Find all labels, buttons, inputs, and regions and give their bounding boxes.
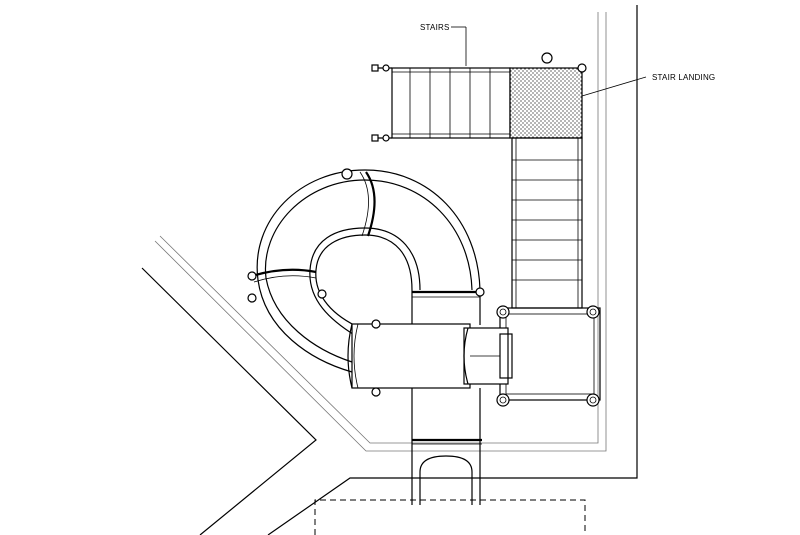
- wall-outline: [141, 5, 638, 535]
- spiral-slide: [247, 168, 513, 505]
- upper-stairs: [371, 64, 511, 142]
- boundary-lines: [154, 12, 607, 452]
- stairs-callout: STAIRS: [420, 23, 467, 66]
- stair-landing: [509, 67, 583, 139]
- vertical-stairs: [511, 137, 583, 309]
- stair-landing-callout: STAIR LANDING: [581, 73, 715, 97]
- deck-platform: [496, 305, 601, 407]
- stair-landing-label: STAIR LANDING: [652, 73, 715, 82]
- stairs-label: STAIRS: [420, 23, 450, 32]
- dashed-footprint: [314, 499, 586, 535]
